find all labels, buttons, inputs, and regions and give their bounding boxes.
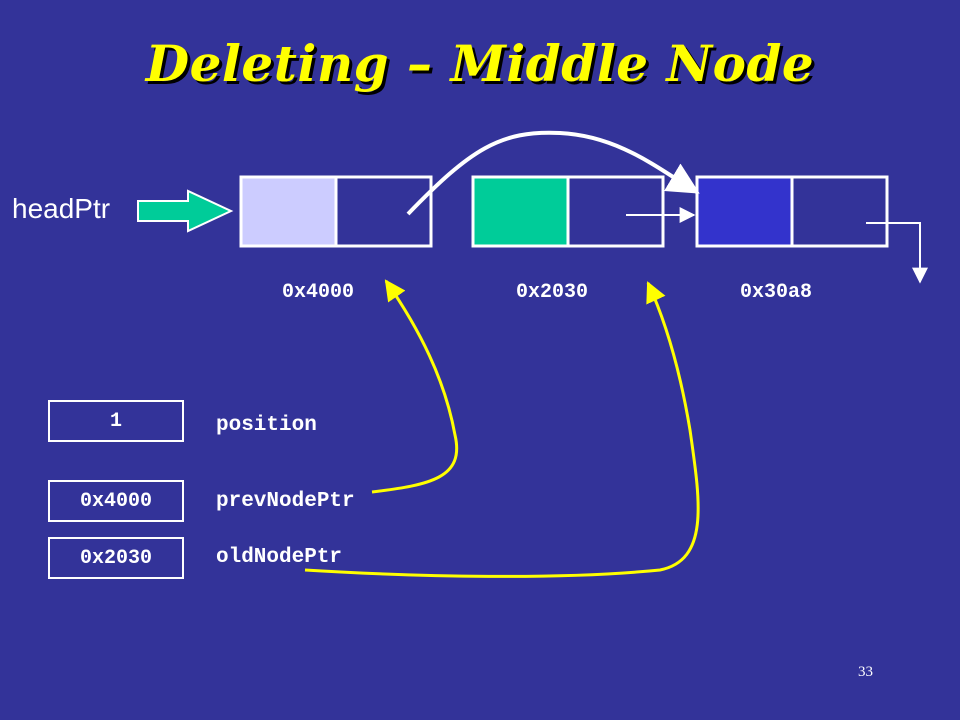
bypass-link-arrow	[406, 130, 700, 216]
prev-node-ptr-value-box: 0x4000	[48, 480, 184, 522]
prev-node-pointer-arrow	[371, 279, 459, 494]
node-next-cell	[566, 175, 665, 248]
list-node-0x30a8	[695, 175, 889, 248]
slide-number: 33	[858, 664, 873, 680]
node-next-cell	[790, 175, 889, 248]
slide-title: Deleting – Middle Node	[145, 34, 815, 93]
null-pointer-arrow	[866, 222, 928, 284]
prev-node-ptr-label: prevNodePtr	[216, 490, 355, 513]
node-next-cell	[334, 175, 433, 248]
old-node-ptr-label: oldNodePtr	[216, 546, 343, 569]
position-label: position	[216, 414, 317, 437]
head-pointer-arrow	[137, 189, 234, 233]
old-node-pointer-arrow	[304, 281, 700, 578]
node-address-label: 0x2030	[516, 281, 589, 304]
node-address-label: 0x4000	[282, 281, 355, 304]
node-address-label: 0x30a8	[740, 281, 813, 304]
old-node-ptr-value-box: 0x2030	[48, 537, 184, 579]
list-node-0x4000	[239, 175, 433, 248]
list-node-0x2030	[471, 175, 665, 248]
node-data-cell	[695, 175, 794, 248]
node-data-cell	[239, 175, 338, 248]
head-pointer-label: headPtr	[12, 193, 111, 224]
node-data-cell	[471, 175, 570, 248]
position-value-box: 1	[48, 400, 184, 442]
